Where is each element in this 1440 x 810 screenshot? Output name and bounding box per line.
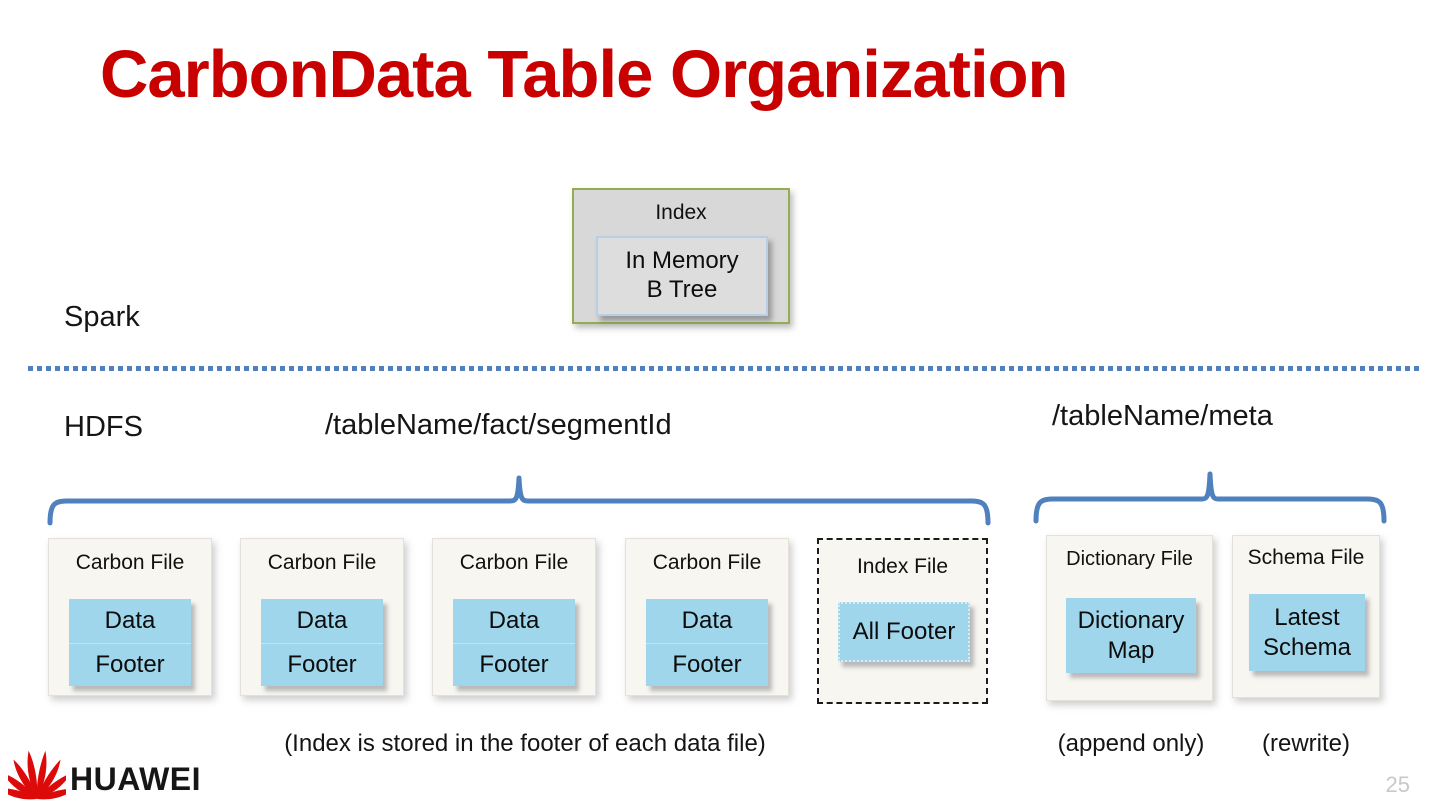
data-cell: Data (646, 599, 768, 643)
meta-path-label: /tableName/meta (1052, 400, 1273, 432)
all-footer-text: All Footer (852, 618, 956, 646)
latest-schema-line1: Latest (1274, 604, 1340, 632)
huawei-flower-logo-icon (8, 750, 66, 800)
latest-schema-line2: Schema (1262, 633, 1352, 661)
data-cell: Data (69, 599, 191, 643)
dictionary-file-box: Dictionary File Dictionary Map (1046, 535, 1213, 701)
append-only-caption: (append only) (1057, 730, 1205, 757)
in-memory-line: In Memory (625, 247, 739, 275)
dictionary-map-line1: Dictionary (1077, 607, 1185, 635)
page-title: CarbonData Table Organization (100, 37, 1068, 112)
index-group-label: Index (655, 201, 707, 224)
fact-path-label: /tableName/fact/segmentId (325, 409, 672, 441)
index-note-caption: (Index is stored in the footer of each d… (284, 730, 766, 757)
carbon-file-label: Carbon File (652, 551, 762, 574)
carbon-file-label: Carbon File (267, 551, 377, 574)
schema-file-box: Schema File Latest Schema (1232, 535, 1380, 698)
spark-layer-label: Spark (64, 301, 140, 333)
data-footer-stack: Data Footer (69, 599, 191, 686)
hdfs-layer-label: HDFS (64, 411, 143, 443)
brand-name: HUAWEI (70, 761, 201, 797)
footer-cell: Footer (261, 643, 383, 686)
footer-cell: Footer (646, 643, 768, 686)
data-cell: Data (261, 599, 383, 643)
spark-hdfs-divider (28, 366, 1420, 371)
carbon-file-label: Carbon File (459, 551, 569, 574)
btree-line: B Tree (646, 276, 718, 303)
dictionary-file-label: Dictionary File (1066, 548, 1193, 570)
carbon-file-box-1: Carbon File Data Footer (48, 538, 212, 696)
dictionary-map-line2: Map (1107, 636, 1155, 664)
footer-cell: Footer (453, 643, 575, 686)
meta-brace (1033, 471, 1387, 524)
page-number: 25 (1385, 772, 1410, 797)
latest-schema-chip: Latest Schema (1249, 594, 1365, 671)
data-cell: Data (453, 599, 575, 643)
footer-cell: Footer (69, 643, 191, 686)
all-footer-chip: All Footer (838, 602, 970, 662)
dictionary-map-chip: Dictionary Map (1066, 598, 1196, 673)
data-footer-stack: Data Footer (261, 599, 383, 686)
index-group-box: Index In Memory B Tree (572, 188, 790, 324)
data-footer-stack: Data Footer (453, 599, 575, 686)
schema-file-label: Schema File (1247, 546, 1365, 569)
brand-footer: HUAWEI (8, 746, 201, 802)
rewrite-caption: (rewrite) (1262, 730, 1350, 757)
index-file-label: Index File (856, 555, 949, 578)
carbon-file-box-3: Carbon File Data Footer (432, 538, 596, 696)
fact-segment-brace (47, 475, 991, 526)
carbon-file-box-2: Carbon File Data Footer (240, 538, 404, 696)
carbon-file-label: Carbon File (75, 551, 185, 574)
in-memory-btree-box: In Memory B Tree (596, 236, 768, 316)
index-file-box: Index File All Footer (817, 538, 988, 704)
data-footer-stack: Data Footer (646, 599, 768, 686)
carbon-file-box-4: Carbon File Data Footer (625, 538, 789, 696)
